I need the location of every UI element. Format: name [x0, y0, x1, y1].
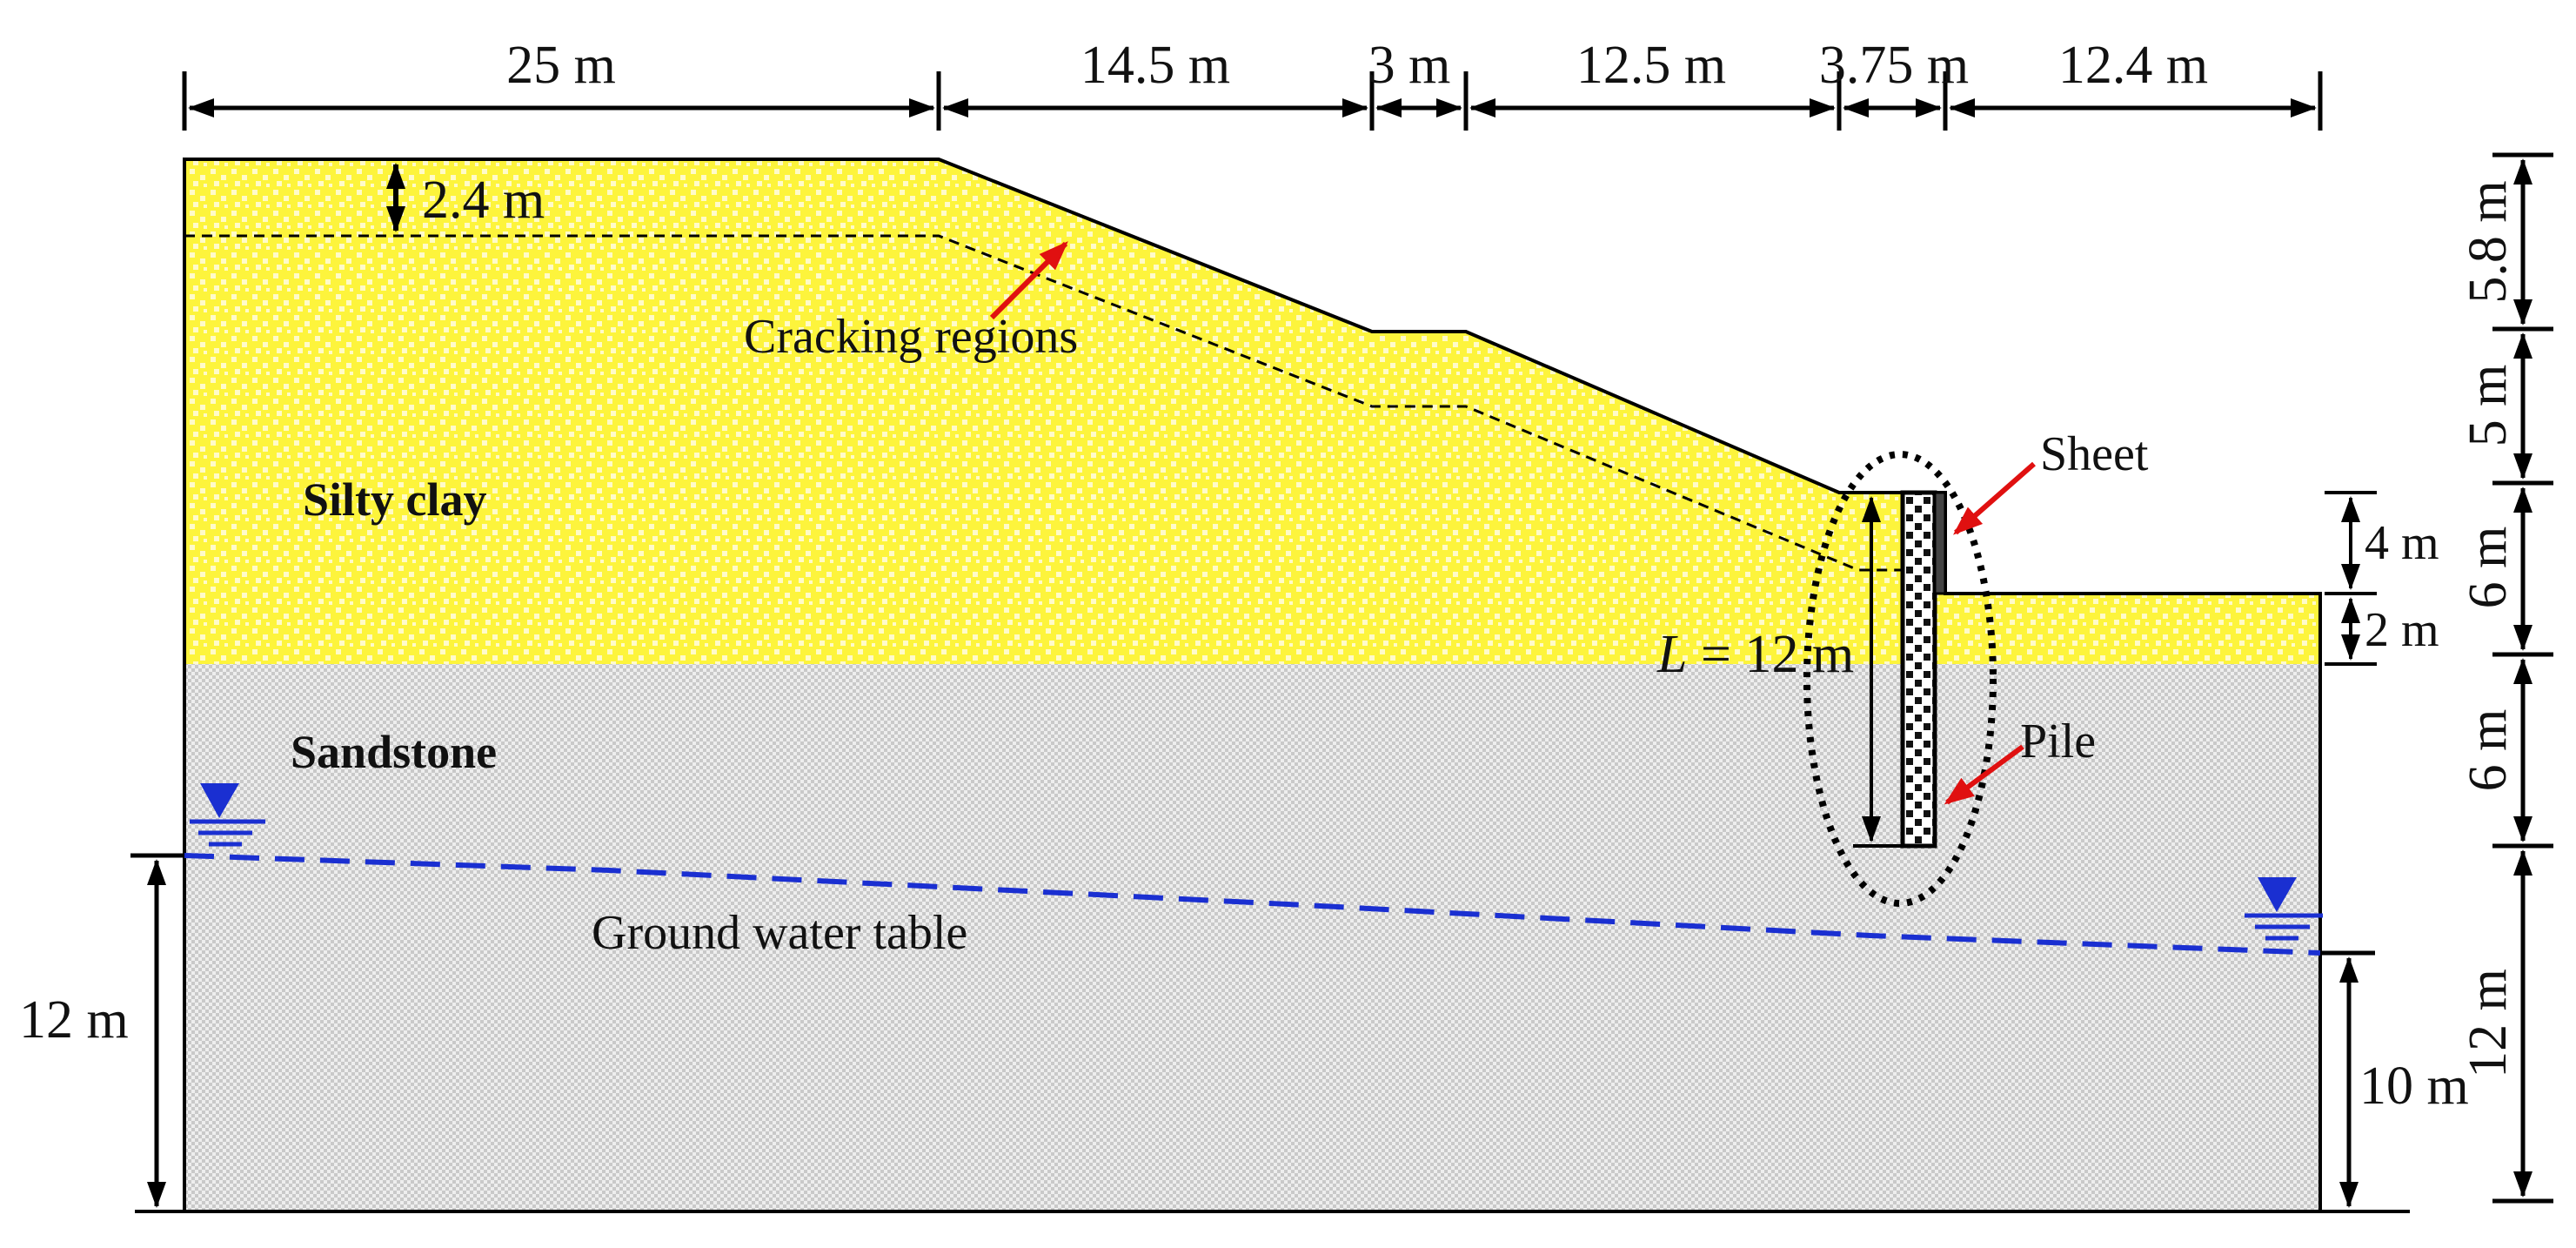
- water-level-dimension-lines: [130, 853, 2375, 1208]
- silty-clay-layer: [184, 159, 2320, 664]
- ground-water-table-label: Ground water table: [592, 906, 967, 960]
- ground-surface-outline: [183, 158, 2322, 1213]
- sheet-pointer-arrow: [1952, 461, 2036, 535]
- top-dimension-25m: 25 m: [506, 36, 616, 95]
- silty-clay-label: Silty clay: [303, 473, 487, 526]
- pile: [1900, 490, 1937, 849]
- sheet-dimension-lines: [2325, 491, 2377, 666]
- water-left-dimension-label: 12 m: [19, 990, 129, 1050]
- water-level-icon-right: [2245, 877, 2323, 941]
- cracking-regions-label: Cracking regions: [744, 310, 1078, 364]
- sheet-height-label: 4 m: [2365, 516, 2439, 570]
- sheet-label: Sheet: [2040, 427, 2149, 481]
- right-dimension-5m: 5 m: [2459, 365, 2518, 447]
- right-dimension-6m-lower: 6 m: [2459, 709, 2518, 792]
- top-dimension-lines: [182, 71, 2323, 131]
- top-dimension-12-5m: 12.5 m: [1576, 36, 1726, 95]
- sandstone-layer: [184, 664, 2320, 1211]
- crack-depth-label: 2.4 m: [422, 171, 545, 230]
- sheet: [1933, 491, 1947, 595]
- water-right-dimension-label: 10 m: [2359, 1057, 2469, 1116]
- right-dimension-12m: 12 m: [2459, 969, 2518, 1078]
- right-dimension-6m-upper: 6 m: [2459, 527, 2518, 609]
- pile-highlight-ellipse: [1803, 451, 1997, 907]
- ground-water-table-line: [184, 853, 2321, 956]
- water-level-icon-left: [190, 783, 265, 847]
- clay-at-toe-label: 2 m: [2365, 603, 2439, 657]
- right-dimension-5-8m: 5.8 m: [2459, 180, 2518, 303]
- top-dimension-12-4m: 12.4 m: [2058, 36, 2208, 95]
- pile-pointer-arrow: [1944, 744, 2024, 805]
- sandstone-label: Sandstone: [291, 726, 497, 778]
- right-dimension-lines: [2492, 152, 2553, 1204]
- top-dimension-14-5m: 14.5 m: [1081, 36, 1230, 95]
- pile-label: Pile: [2020, 715, 2096, 768]
- cracking-regions-pointer-arrow: [989, 241, 1068, 320]
- pile-length-label: L = 12 m: [1656, 625, 1854, 684]
- top-dimension-3-75m: 3.75 m: [1819, 36, 1969, 95]
- top-dimension-3m: 3 m: [1368, 36, 1451, 95]
